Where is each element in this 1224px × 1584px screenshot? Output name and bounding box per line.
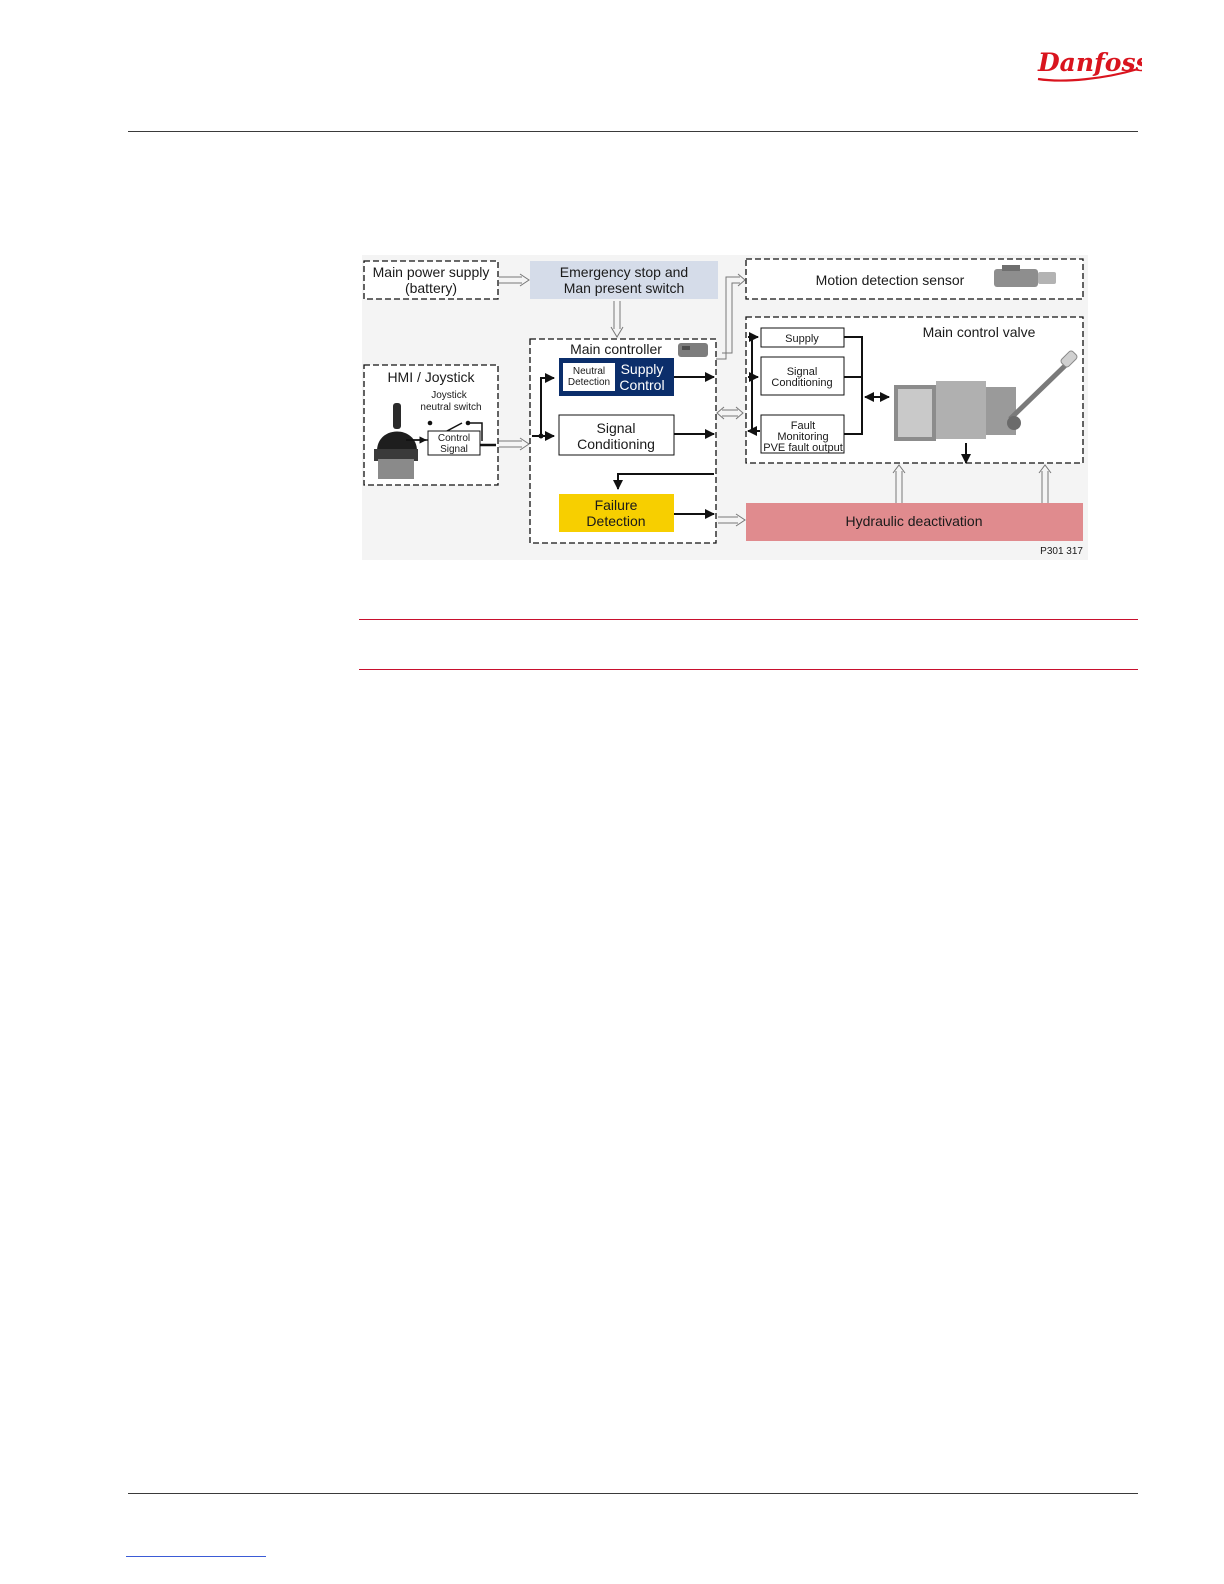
svg-text:Hydraulic deactivation: Hydraulic deactivation — [846, 513, 983, 529]
hollow-arrows-hydraulic-to-valve — [892, 464, 1052, 503]
main-power-supply-block: Main power supply (battery) — [363, 260, 499, 300]
joystick-icon — [374, 403, 418, 479]
svg-text:neutral switch: neutral switch — [420, 402, 481, 413]
svg-text:Conditioning: Conditioning — [771, 377, 832, 389]
svg-text:Motion detection sensor: Motion detection sensor — [816, 272, 965, 288]
emergency-stop-block: Emergency stop and Man present switch — [530, 261, 718, 299]
svg-text:Neutral: Neutral — [573, 366, 605, 377]
svg-text:Conditioning: Conditioning — [577, 436, 655, 452]
svg-text:Monitoring: Monitoring — [777, 431, 828, 443]
svg-text:Main power supply: Main power supply — [373, 264, 490, 280]
safety-system-diagram: Main power supply (battery) Emergency st… — [362, 255, 1088, 560]
note-rule-bottom — [359, 669, 1138, 670]
controller-icon — [678, 343, 708, 357]
svg-text:Control: Control — [438, 433, 470, 444]
svg-text:Joystick: Joystick — [431, 390, 468, 401]
svg-text:Control: Control — [619, 377, 664, 393]
svg-text:Detection: Detection — [568, 377, 610, 388]
header-rule — [128, 131, 1138, 132]
hydraulic-deactivation-block: Hydraulic deactivation — [746, 503, 1083, 541]
main-controller-block: Main controller Neutral Detection Supply… — [529, 338, 717, 544]
control-valve-icon — [894, 350, 1078, 441]
motion-sensor-icon — [994, 265, 1056, 287]
footer-rule — [128, 1493, 1138, 1494]
svg-text:Signal: Signal — [787, 366, 818, 378]
svg-text:Fault: Fault — [791, 420, 815, 432]
hollow-arrow-controller-valve — [716, 406, 744, 420]
hollow-arrow-failure-to-hydraulic — [718, 513, 746, 527]
footer-link-underline[interactable] — [126, 1556, 266, 1557]
hmi-joystick-block: HMI / Joystick Joystick neutral switch C… — [363, 364, 499, 486]
svg-text:Failure: Failure — [595, 497, 638, 513]
motion-detection-sensor-block: Motion detection sensor — [745, 258, 1084, 300]
figure-code: P301 317 — [1040, 546, 1083, 557]
svg-text:Signal: Signal — [597, 420, 636, 436]
main-control-valve-block: Main control valve Supply Signal Conditi… — [745, 316, 1084, 464]
svg-text:PVE fault output: PVE fault output — [763, 442, 843, 454]
note-rule-top — [359, 619, 1138, 620]
svg-text:Detection: Detection — [586, 513, 645, 529]
svg-text:(battery): (battery) — [405, 280, 457, 296]
danfoss-logo: Danfoss — [1037, 48, 1142, 82]
svg-text:Emergency stop and: Emergency stop and — [560, 264, 688, 280]
svg-text:Supply: Supply — [785, 333, 819, 345]
svg-text:Main control valve: Main control valve — [923, 324, 1036, 340]
svg-text:HMI / Joystick: HMI / Joystick — [387, 369, 475, 385]
svg-text:Signal: Signal — [440, 444, 468, 455]
svg-text:Supply: Supply — [621, 361, 664, 377]
hollow-arrow-emergency-to-controller — [610, 301, 624, 338]
hollow-arrow-controller-to-sensor — [716, 273, 746, 360]
hollow-arrow-power-to-emergency — [499, 273, 530, 287]
svg-text:Main controller: Main controller — [570, 341, 662, 357]
hollow-arrow-hmi-to-controller — [499, 437, 530, 451]
brand-wordmark: Danfoss — [1037, 48, 1142, 77]
svg-text:Man present switch: Man present switch — [564, 280, 685, 296]
